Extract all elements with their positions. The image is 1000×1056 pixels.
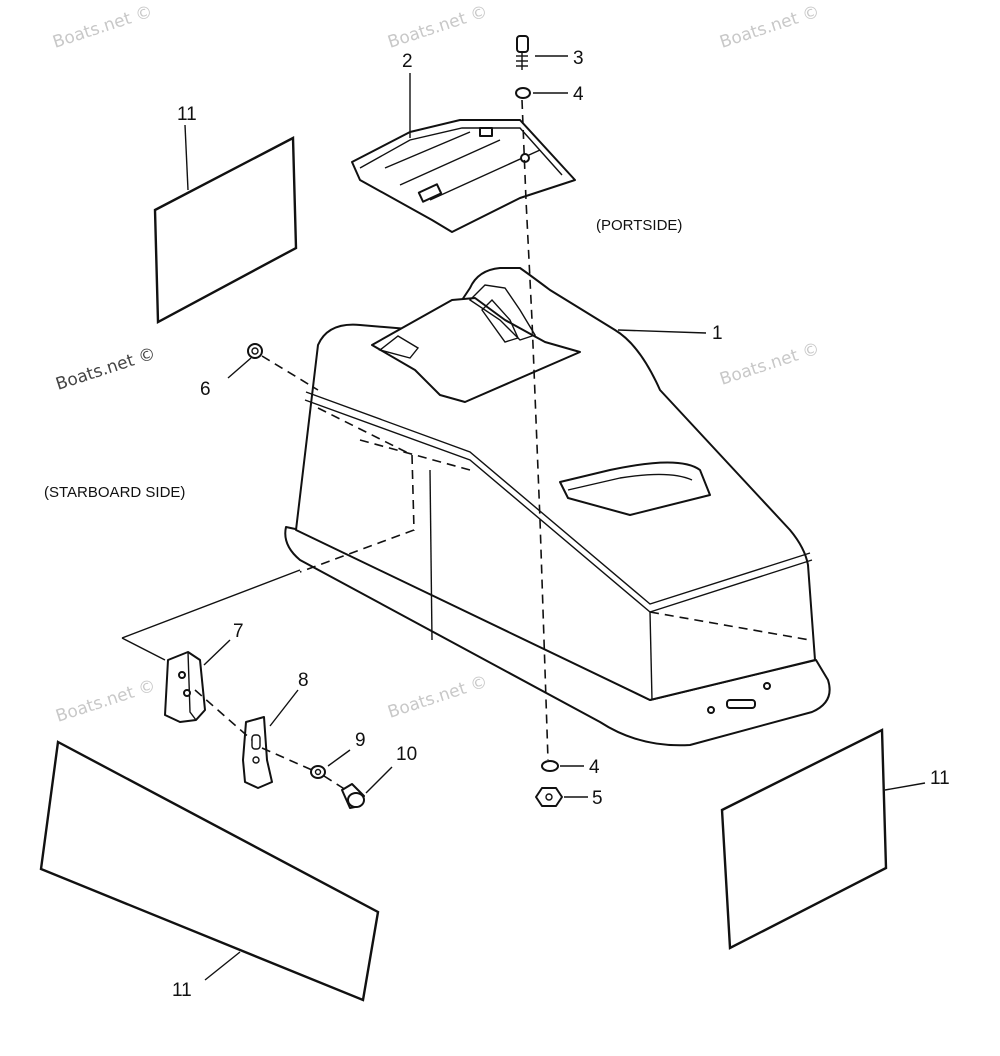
watermark: Boats.net © <box>53 676 158 727</box>
callout-4-upper: 4 <box>573 84 584 105</box>
upper-washer <box>515 87 531 99</box>
starboard-side-label: (STARBOARD SIDE) <box>44 484 185 501</box>
callout-11-lower-left: 11 <box>172 980 192 1001</box>
callout-5: 5 <box>592 788 603 809</box>
grommet <box>247 343 263 359</box>
engine-cowl <box>284 267 831 747</box>
cover-bolt <box>516 35 529 70</box>
callout-7: 7 <box>233 621 244 642</box>
grommet-axis-line <box>261 355 319 391</box>
watermark: Boats.net © <box>717 2 822 53</box>
decal-upper-left <box>153 136 298 324</box>
watermark: Boats.net © <box>385 672 490 723</box>
callout-11-upper-left: 11 <box>177 104 197 125</box>
callout-11-lower-right: 11 <box>930 768 950 789</box>
locknut <box>535 787 563 807</box>
watermark: Boats.net © <box>53 344 158 395</box>
watermark: Boats.net © <box>717 339 822 390</box>
callout-1: 1 <box>712 323 723 344</box>
watermark: Boats.net © <box>50 2 155 53</box>
watermark: Boats.net © <box>385 2 490 53</box>
latch-nut <box>310 765 326 779</box>
callout-3: 3 <box>573 48 584 69</box>
callout-10: 10 <box>396 744 417 765</box>
callout-8: 8 <box>298 670 309 691</box>
latch-plate <box>242 716 273 789</box>
top-cover-plate <box>351 119 576 233</box>
portside-label: (PORTSIDE) <box>596 217 682 234</box>
latch-bracket <box>164 651 206 723</box>
decal-lower-left <box>39 740 380 1002</box>
callout-9: 9 <box>355 730 366 751</box>
callout-6: 6 <box>200 379 211 400</box>
latch-screw <box>341 783 365 809</box>
bolt-axis-line <box>521 99 549 761</box>
callout-2: 2 <box>402 51 413 72</box>
lower-washer <box>541 760 559 772</box>
callout-4-lower: 4 <box>589 757 600 778</box>
callout-leaders <box>184 55 926 981</box>
decal-lower-right <box>720 728 888 950</box>
latch-axis-line <box>194 689 347 791</box>
starboard-reference-outline <box>121 569 301 661</box>
